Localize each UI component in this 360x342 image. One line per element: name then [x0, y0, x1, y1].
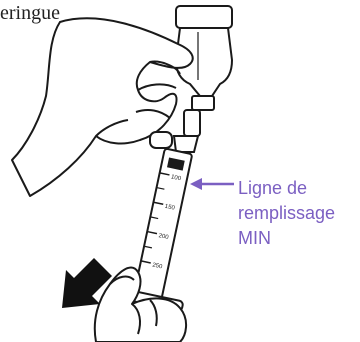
callout-line-2: remplissage	[238, 201, 335, 226]
callout-line-3: MIN	[238, 226, 335, 251]
needle-connector	[174, 110, 200, 152]
min-line-pointer	[190, 178, 234, 190]
callout-line-1: Ligne de	[238, 176, 335, 201]
min-fill-line-label: Ligne de remplissage MIN	[238, 176, 335, 251]
